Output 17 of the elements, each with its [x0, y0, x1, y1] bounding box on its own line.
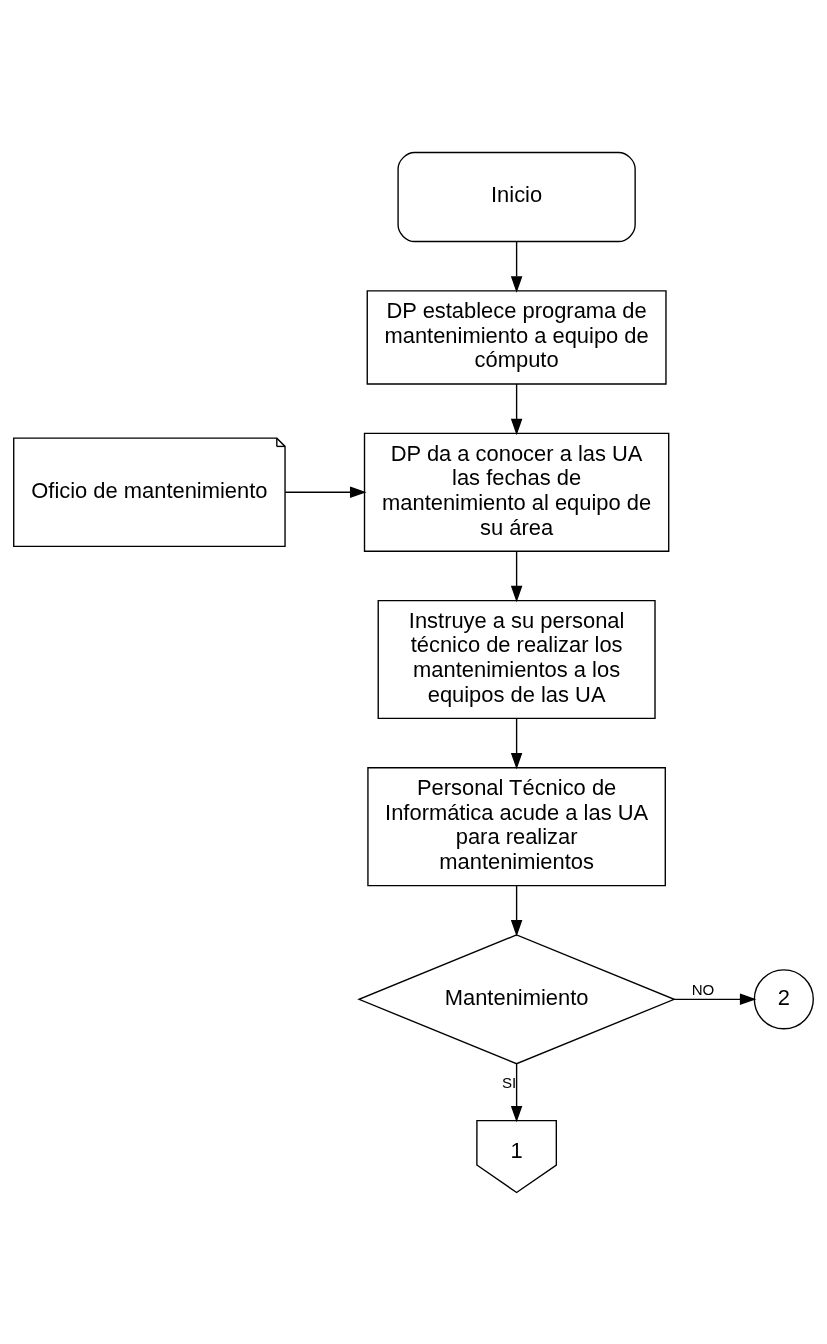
- node-box: DP da a conocer a las UA las fechas de mantenimiento al equipo de su área: [363, 432, 670, 552]
- node-box: Instruye a su personal técnico de realizar los mantenimientos a los equipos de las UA: [377, 599, 656, 719]
- node-box: Inicio: [397, 151, 636, 242]
- arrow: [510, 884, 523, 936]
- arrow: [673, 993, 757, 1005]
- arrow: [510, 717, 523, 769]
- node-diamond: Mantenimiento: [357, 933, 676, 1064]
- node-circle: 2: [753, 968, 814, 1029]
- arrow: [510, 382, 523, 435]
- arrow: [284, 486, 367, 498]
- node-box: DP establece programa de mantenimiento a equipo de cómputo: [366, 289, 667, 385]
- arrow: [510, 1062, 523, 1122]
- node-box: Personal Técnico de Informática acude a las UA para realizar mantenimientos: [367, 766, 666, 886]
- arrow: [510, 240, 523, 293]
- edge-label: NO: [691, 980, 715, 998]
- arrow: [510, 550, 523, 602]
- edge-label: SI: [501, 1073, 517, 1091]
